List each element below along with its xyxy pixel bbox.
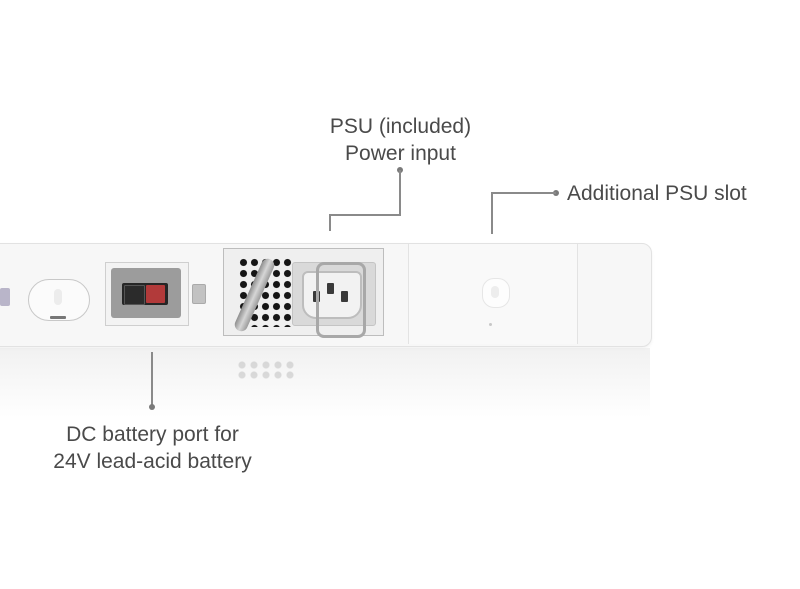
inlet-pin-center [327, 283, 334, 294]
dc-callout-line2: 24V lead-acid battery [53, 450, 252, 473]
dc-port-clip [192, 284, 206, 304]
dc-callout-line1: DC battery port for [66, 423, 239, 446]
device-reflection [0, 348, 650, 418]
psu-callout-leader-vertical [399, 170, 401, 215]
psu-callout-leader-horizontal [329, 214, 401, 216]
left-latch-tab [0, 288, 10, 306]
dc-negative-pole [124, 285, 145, 305]
dc-callout-label: DC battery port for 24V lead-acid batter… [30, 421, 275, 475]
additional-slot-callout-dot [553, 190, 559, 196]
iec-c14-inlet-icon[interactable] [302, 271, 362, 319]
psu-callout-label: PSU (included) Power input [318, 113, 483, 167]
slot-cover-indicator [489, 323, 492, 326]
inlet-pin-right [341, 291, 348, 302]
oval-port-cap [50, 316, 66, 319]
additional-slot-callout-leader-drop [491, 192, 493, 234]
slot-cover-latch-inner [491, 286, 499, 298]
dc-callout-leader [151, 352, 153, 406]
psu-callout-leader-drop [329, 214, 331, 231]
additional-slot-callout-leader-horizontal [491, 192, 556, 194]
dc-callout-dot [149, 404, 155, 410]
additional-slot-callout-label: Additional PSU slot [567, 182, 747, 205]
oval-port-bump [54, 289, 62, 305]
psu-callout-line1: PSU (included) [329, 115, 472, 138]
power-cord-retention-bail[interactable] [316, 262, 366, 338]
psu-callout-line2: Power input [345, 142, 456, 165]
dc-positive-pole [146, 285, 165, 303]
reflection-grille [236, 360, 296, 380]
